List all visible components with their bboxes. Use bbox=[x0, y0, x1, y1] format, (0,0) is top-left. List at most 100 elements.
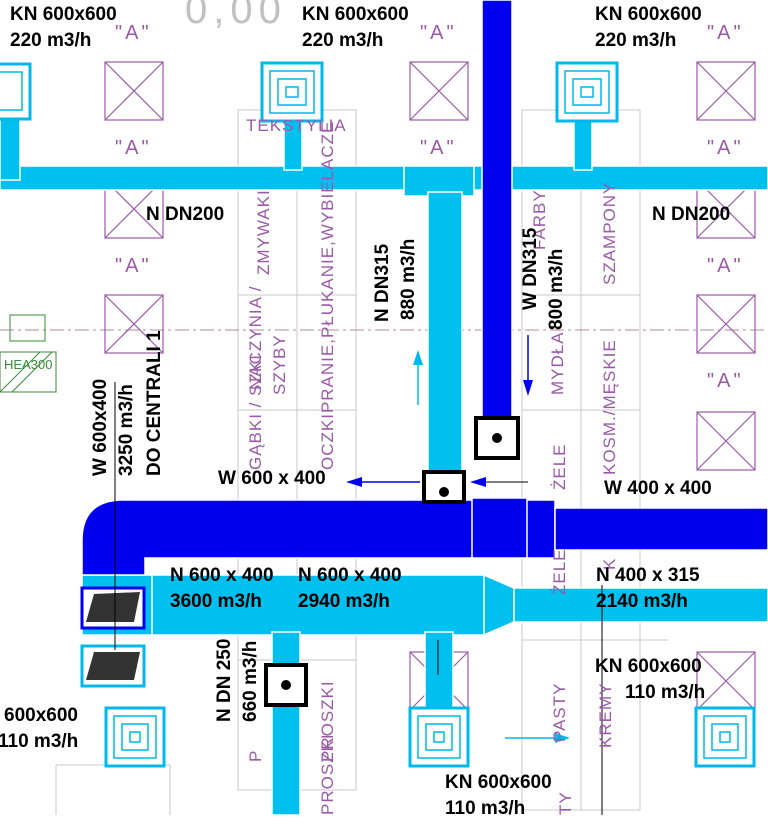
duct-n-dn315-flow: 880 m3/h bbox=[398, 238, 419, 320]
diffuser-4 bbox=[104, 706, 166, 768]
duct-w-dn315-size: W DN315 bbox=[520, 227, 541, 310]
diffuser-3 bbox=[555, 61, 619, 123]
grille-mark-1: "A" bbox=[115, 22, 152, 44]
grille-7 bbox=[696, 294, 756, 354]
room-zmywaki: ZMYWAKI bbox=[254, 189, 273, 275]
diffuser-2-flow: 220 m3/h bbox=[302, 30, 384, 51]
duct-n-400x315: N 400 x 315 2140 m3/h bbox=[596, 563, 700, 615]
supply-branch-2 bbox=[573, 117, 593, 171]
supply-ducts bbox=[0, 89, 768, 815]
duct-w-600x400-size: W 600x400 bbox=[90, 378, 111, 476]
duct-n-dn315-size: N DN315 bbox=[372, 243, 393, 322]
diffuser-5-type: 600x600 bbox=[4, 705, 78, 726]
diffuser-4-label: KN 600x600 110 m3/h bbox=[595, 654, 705, 706]
dampers bbox=[264, 416, 520, 707]
supply-lower-main bbox=[144, 574, 486, 636]
duct-w-600x400-flow: 3250 m3/h bbox=[116, 384, 137, 476]
room-szampony: SZAMPONY bbox=[600, 181, 619, 285]
duct-n-400x315-flow: 2140 m3/h bbox=[596, 591, 688, 612]
exhaust-collar bbox=[471, 497, 528, 559]
grille-6 bbox=[104, 294, 164, 354]
room-zele: ŻELE bbox=[550, 443, 569, 490]
diffuser-3-label: KN 600x600 220 m3/h bbox=[595, 2, 702, 54]
room-pranie: OCZKIPRANIE,PŁUKANIE,WYBIELACZE bbox=[318, 120, 337, 470]
beam-hea300 bbox=[0, 314, 57, 393]
supply-vertical-n315 bbox=[427, 191, 463, 493]
diffuser-5-flow: 110 m3/h bbox=[0, 731, 79, 752]
diffuser-5 bbox=[408, 706, 470, 768]
exhaust-riser-w315 bbox=[481, 0, 513, 421]
room-proszki-2: PROSZKI bbox=[318, 733, 337, 815]
diffuser-2-type: KN 600x600 bbox=[302, 4, 409, 25]
supply-transition bbox=[483, 573, 515, 637]
exhaust-right bbox=[554, 507, 768, 551]
grille-mark-8: "A" bbox=[707, 255, 744, 277]
diffuser-4-flow: 110 m3/h bbox=[625, 682, 706, 703]
diffuser-1 bbox=[0, 62, 32, 121]
grille-mark-2: "A" bbox=[420, 22, 457, 44]
room-szyby: SZYBY bbox=[270, 334, 289, 395]
grille-1 bbox=[104, 61, 164, 121]
duct-n-600x400-b: N 600 x 400 2940 m3/h bbox=[298, 563, 402, 615]
grille-2 bbox=[409, 61, 469, 121]
diffuser-6-label: KN 600x600 110 m3/h bbox=[445, 770, 552, 822]
leader-lines bbox=[114, 382, 603, 815]
duct-n-600x400-b-size: N 600 x 400 bbox=[298, 565, 402, 586]
grille-mark-4: "A" bbox=[115, 137, 152, 159]
diffuser-2-label: KN 600x600 220 m3/h bbox=[302, 2, 409, 54]
supply-lower-right bbox=[513, 587, 768, 623]
room-kosm: KOSM./MĘSKIE bbox=[600, 339, 619, 475]
diffuser-1-label: KN 600x600 220 m3/h bbox=[10, 2, 117, 54]
diffuser-4-type: KN 600x600 bbox=[595, 656, 702, 677]
duct-n-600x400-b-flow: 2940 m3/h bbox=[298, 591, 390, 612]
room-ty: TY bbox=[556, 791, 575, 815]
supply-main-top bbox=[0, 165, 768, 191]
diffuser-3-type: KN 600x600 bbox=[595, 4, 702, 25]
flow-arrows bbox=[346, 335, 570, 743]
diffuser-6-type: KN 600x600 bbox=[445, 772, 552, 793]
inlet-boxes bbox=[80, 586, 146, 688]
exhaust-ducts bbox=[81, 0, 768, 576]
grille-10 bbox=[696, 651, 756, 711]
grille-3 bbox=[696, 61, 756, 121]
room-pasty: PASTY bbox=[550, 682, 569, 742]
duct-n-600x400-a-size: N 600 x 400 bbox=[170, 565, 274, 586]
grille-symbols bbox=[104, 61, 756, 711]
duct-w-600x400-mid: W 600 x 400 bbox=[218, 468, 326, 489]
duct-n-dn250-size: N DN 250 bbox=[214, 638, 235, 722]
diffuser-1-type: KN 600x600 bbox=[10, 4, 117, 25]
diffuser-5-label: 600x600 110 m3/h bbox=[0, 703, 78, 755]
room-p: P bbox=[246, 749, 265, 762]
duct-n-600x400-a-flow: 3600 m3/h bbox=[170, 591, 262, 612]
supply-down-dn250 bbox=[271, 631, 301, 815]
grille-mark-7: "A" bbox=[115, 255, 152, 277]
diffuser-3-flow: 220 m3/h bbox=[595, 30, 677, 51]
duct-w-600x400-note: DO CENTRALI 1 bbox=[144, 330, 165, 476]
diffuser-1-flow: 220 m3/h bbox=[10, 30, 92, 51]
diffuser-6-flow: 110 m3/h bbox=[445, 798, 526, 819]
grille-mark-5: "A" bbox=[420, 137, 457, 159]
background-text: 0,00 bbox=[185, 0, 287, 32]
duct-n-600x400-a: N 600 x 400 3600 m3/h bbox=[170, 563, 274, 615]
room-tekstylia: TEKSTYLIA bbox=[246, 116, 347, 135]
grille-8 bbox=[696, 411, 756, 471]
duct-n-dn200-left: N DN200 bbox=[146, 204, 225, 225]
room-gabki: GĄBKI / SZKI bbox=[246, 354, 265, 470]
room-mydla: MYDŁA bbox=[548, 331, 567, 395]
grille-mark-9: "A" bbox=[707, 370, 744, 392]
beam-label: HEA300 bbox=[4, 357, 53, 372]
diffuser-6 bbox=[694, 706, 756, 768]
damper-n315 bbox=[422, 470, 466, 504]
damper-dn250 bbox=[264, 663, 308, 707]
damper-w315 bbox=[474, 416, 520, 460]
duct-w-dn315-flow: 800 m3/h bbox=[546, 248, 567, 330]
grille-mark-6: "A" bbox=[707, 137, 744, 159]
duct-n-dn250-flow: 660 m3/h bbox=[240, 640, 261, 722]
room-zele2: ŻELE bbox=[550, 548, 569, 595]
duct-n-dn200-right: N DN200 bbox=[652, 204, 731, 225]
duct-w-400x400: W 400 x 400 bbox=[604, 478, 712, 499]
diffuser-2 bbox=[260, 61, 324, 123]
diffuser-symbols bbox=[0, 61, 756, 768]
grille-mark-3: "A" bbox=[707, 22, 744, 44]
